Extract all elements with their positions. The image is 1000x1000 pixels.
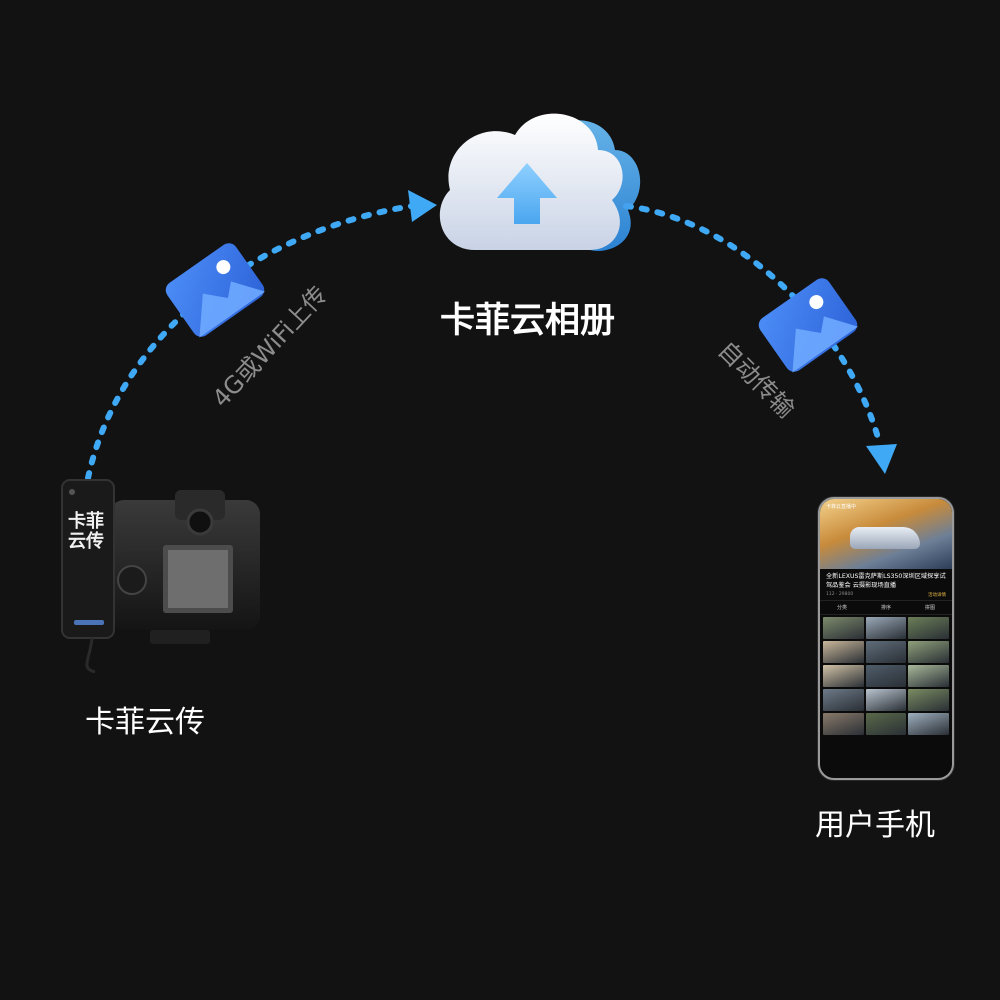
camera-device-illustration xyxy=(61,479,260,674)
photo-thumbnail[interactable] xyxy=(865,641,907,663)
photo-grid xyxy=(820,615,952,737)
banner-tag: 卡菲云直播中 xyxy=(826,504,857,510)
cloud-album-label: 卡菲云相册 xyxy=(440,301,616,341)
phone-banner: 卡菲云直播中 xyxy=(820,499,952,569)
download-arrowhead xyxy=(866,444,897,474)
photo-thumbnail[interactable] xyxy=(908,689,949,711)
phone-tabs: 分类 排序 拼图 xyxy=(820,600,952,615)
photo-thumbnail[interactable] xyxy=(865,713,907,735)
photo-thumbnail[interactable] xyxy=(823,689,864,711)
photo-thumbnail[interactable] xyxy=(823,641,864,663)
photo-thumbnail[interactable] xyxy=(908,641,949,663)
tab-sort[interactable]: 排序 xyxy=(880,605,891,611)
car-image xyxy=(850,527,920,549)
photo-thumbnail[interactable] xyxy=(865,617,907,639)
phone-label: 用户手机 xyxy=(815,808,935,843)
device-label: 卡菲云传 xyxy=(85,705,205,740)
tab-category[interactable]: 分类 xyxy=(836,605,847,611)
download-arc xyxy=(623,203,883,448)
photo-thumbnail[interactable] xyxy=(823,617,864,639)
photo-thumbnail[interactable] xyxy=(908,713,949,735)
photo-thumbnail[interactable] xyxy=(865,689,907,711)
cloud-icon xyxy=(439,113,641,251)
phone-mockup: 卡菲云直播中 全新LEXUS雷克萨斯LS350深圳区域探享试驾品鉴会 云摄影现场… xyxy=(818,497,954,780)
photo-thumbnail[interactable] xyxy=(908,665,949,687)
device-brand-mark: 卡菲 云传 xyxy=(68,511,104,552)
event-meta: 112 · 29800 活动详情 xyxy=(826,592,946,598)
event-headline: 全新LEXUS雷克萨斯LS350深圳区域探享试驾品鉴会 云摄影现场直播 xyxy=(826,573,946,589)
photo-thumbnail[interactable] xyxy=(823,713,864,735)
like-count: 29800 xyxy=(838,592,854,597)
event-detail-link[interactable]: 活动详情 xyxy=(928,593,946,598)
tab-collage[interactable]: 拼图 xyxy=(924,605,935,611)
photo-thumbnail[interactable] xyxy=(908,617,949,639)
photo-icon xyxy=(758,278,858,373)
view-count: 112 xyxy=(826,592,835,597)
photo-thumbnail[interactable] xyxy=(823,665,864,687)
photo-icon xyxy=(165,243,265,338)
photo-thumbnail[interactable] xyxy=(865,665,907,687)
upload-arrowhead xyxy=(408,190,437,222)
